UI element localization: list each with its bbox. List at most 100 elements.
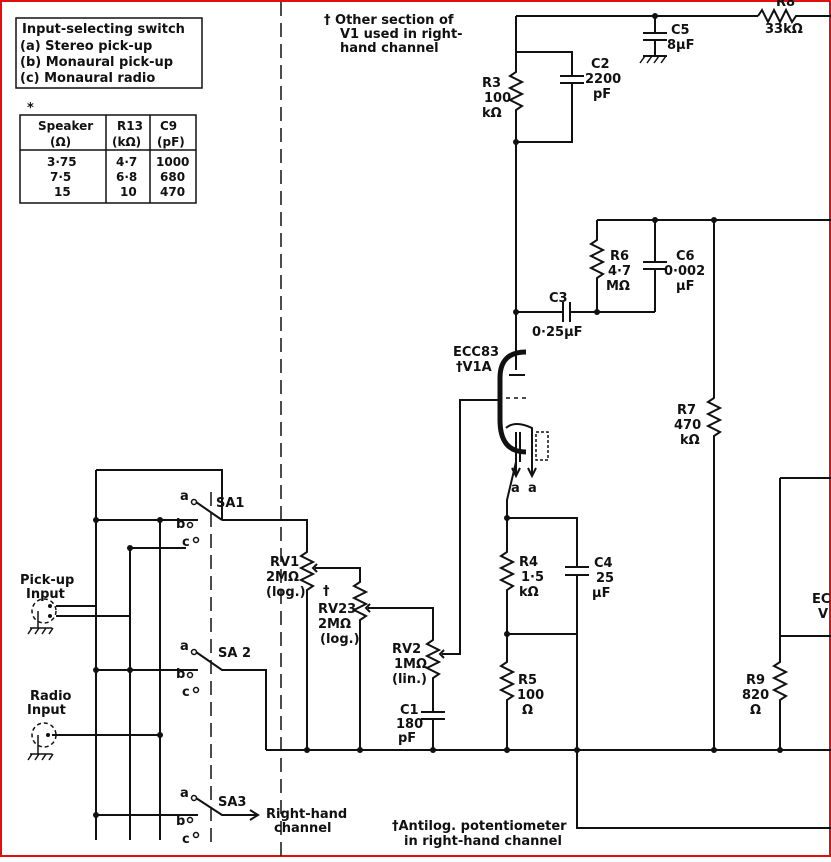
c3-capacitor — [516, 302, 655, 322]
table-header-r13-unit: (kΩ) — [112, 135, 141, 149]
r3-label: R3 — [482, 76, 501, 91]
speaker-table: * Speaker (Ω) R13 (kΩ) C9 (pF) 3·75 4·7 … — [19, 101, 197, 204]
rv2-taper: (lin.) — [392, 672, 427, 687]
sa1-contact-b: b — [176, 517, 185, 532]
c1-label: C1 — [400, 703, 419, 718]
note-dagger-2-line2: in right-hand channel — [404, 834, 562, 849]
table-cell: 470 — [160, 185, 185, 199]
r4-value: 1·5 — [521, 570, 544, 585]
pickup-jack — [27, 598, 57, 635]
tube-type: ECC83 — [453, 345, 499, 360]
right-channel-label-2: channel — [274, 821, 332, 836]
table-cell: 3·75 — [47, 155, 77, 169]
tube-pin-a2: a — [528, 481, 537, 496]
table-cell: 7·5 — [50, 170, 71, 184]
legend-item-c: (c) Monaural radio — [20, 71, 155, 86]
switch-contacts — [96, 519, 198, 816]
c5-label: C5 — [671, 23, 690, 38]
rv1-label: RV1 — [270, 555, 299, 570]
sa1-contact-c: c — [182, 535, 190, 550]
c2-capacitor — [516, 51, 584, 143]
bus-a — [95, 469, 223, 840]
table-header-c9: C9 — [160, 119, 177, 133]
right-channel-label: Right-hand — [266, 807, 347, 822]
pickup-input-label: Pick-up — [20, 573, 74, 588]
c1-unit: pF — [398, 731, 416, 746]
c4-value: 25 — [596, 571, 614, 586]
r4-unit: kΩ — [519, 585, 539, 600]
c4-capacitor — [507, 517, 589, 634]
note-dagger-1-line1: † Other section of — [324, 13, 454, 28]
c5-ground — [639, 55, 667, 64]
grid-wire — [444, 399, 500, 655]
table-header-r13: R13 — [117, 119, 143, 133]
legend-item-b: (b) Monaural pick-up — [20, 55, 173, 70]
rv23-pot — [325, 567, 369, 750]
radio-input-label: Radio — [30, 689, 72, 704]
table-header-speaker-unit: (Ω) — [50, 135, 71, 149]
r8-resistor — [757, 7, 831, 25]
rv23-dagger: † — [323, 584, 330, 599]
table-cell: 680 — [160, 170, 185, 184]
r8-value: 33kΩ — [765, 22, 803, 37]
sa2-contact-c: c — [182, 685, 190, 700]
right-return — [576, 634, 831, 829]
sa2-contact-a: a — [180, 639, 189, 654]
input-wires — [52, 605, 160, 736]
sa3-contact-b: b — [176, 814, 185, 829]
r3-unit: kΩ — [482, 106, 502, 121]
note-dagger-1-line2: V1 used in right- — [340, 27, 463, 42]
c3-value: 0·25µF — [532, 325, 583, 340]
sa3-arm — [195, 797, 260, 821]
legend-title: Input-selecting switch — [22, 22, 185, 37]
sa2-arm — [195, 651, 267, 750]
c5-capacitor — [643, 16, 667, 57]
legend-item-a: (a) Stereo pick-up — [20, 39, 152, 54]
c6-capacitor — [643, 220, 667, 312]
table-header-c9-unit: (pF) — [157, 135, 185, 149]
pickup-input-label-2: Input — [26, 587, 65, 602]
note-dagger-1-line3: hand channel — [340, 41, 439, 56]
r6-label: R6 — [610, 249, 629, 264]
table-cell: 10 — [120, 185, 137, 199]
rv23-value: 2MΩ — [318, 617, 351, 632]
c2-label: C2 — [591, 57, 610, 72]
radio-jack — [27, 722, 57, 761]
r7-value: 470 — [674, 418, 701, 433]
sa3-contact-c: c — [182, 832, 190, 847]
r7-resistor — [705, 220, 723, 750]
tube-designator: †V1A — [456, 360, 492, 375]
r6-unit: MΩ — [606, 279, 630, 294]
r9-value: 820 — [742, 688, 769, 703]
c1-value: 180 — [396, 717, 423, 732]
rv2-value: 1MΩ — [394, 657, 427, 672]
r7-unit: kΩ — [680, 433, 700, 448]
table-cell: 6·8 — [116, 170, 137, 184]
switch-legend: Input-selecting switch (a) Stereo pick-u… — [15, 17, 203, 89]
r4-label: R4 — [519, 555, 538, 570]
sa1-label: SA1 — [216, 496, 244, 511]
c3-label: C3 — [549, 291, 568, 306]
c4-label: C4 — [594, 556, 613, 571]
c4-unit: µF — [592, 586, 610, 601]
sa1-contact-a: a — [180, 489, 189, 504]
table-cell: 1000 — [156, 155, 189, 169]
r5-unit: Ω — [522, 703, 533, 718]
table-header-speaker: Speaker — [38, 119, 93, 133]
r4-resistor — [498, 518, 516, 634]
r8-label: R8 — [776, 0, 795, 10]
r5-value: 100 — [517, 688, 544, 703]
rv23-taper: (log.) — [320, 632, 360, 647]
r5-label: R5 — [518, 673, 537, 688]
cathode-link — [506, 461, 517, 518]
sa2-contact-b: b — [176, 667, 185, 682]
r3-resistor — [507, 16, 525, 142]
table-cell: 15 — [54, 185, 71, 199]
sa3-contact-a: a — [180, 786, 189, 801]
rv2-label: RV2 — [392, 642, 421, 657]
r6-value: 4·7 — [608, 264, 631, 279]
radio-input-label-2: Input — [27, 703, 66, 718]
